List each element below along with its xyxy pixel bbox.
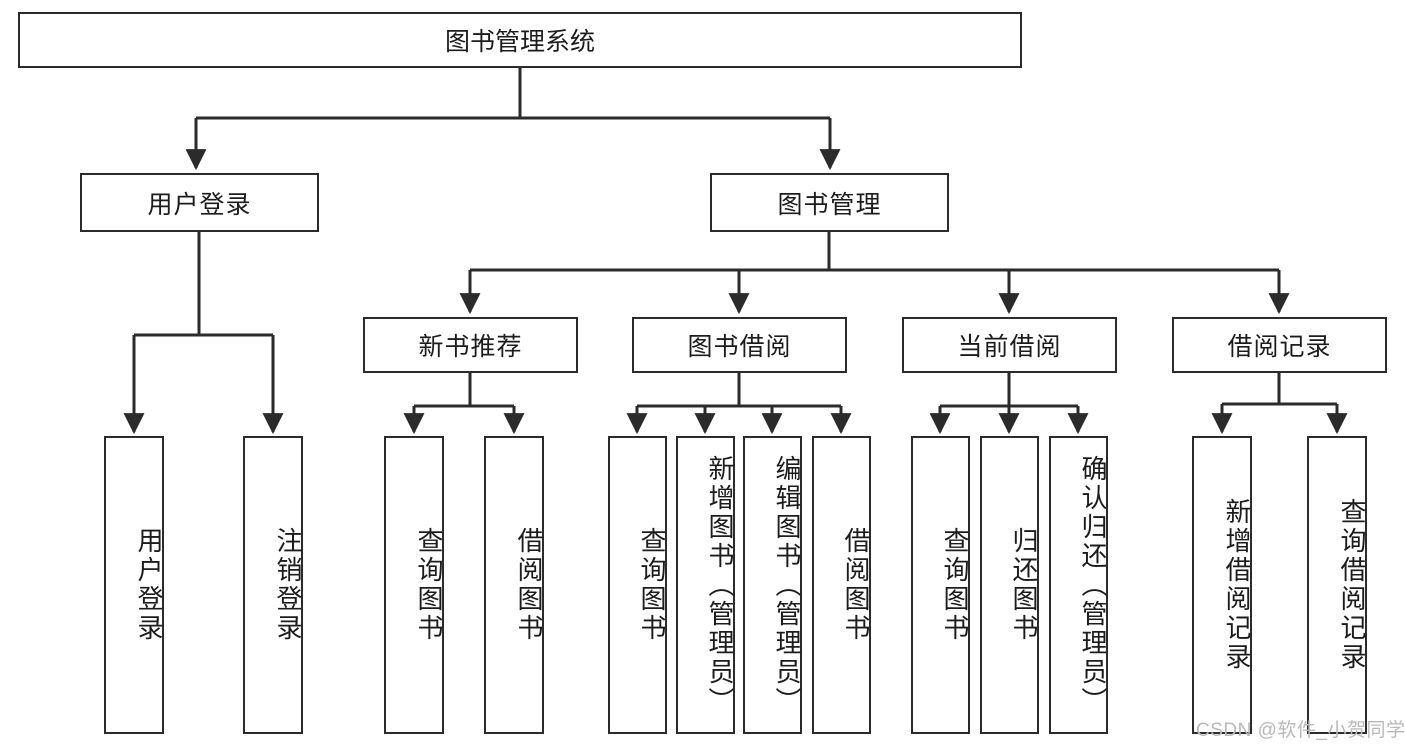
node-root-label: 图书管理系统 [444, 28, 595, 56]
node-book-management-label: 图书管理 [777, 190, 882, 219]
leaf-borrow-book-1-label: 借阅图书 [514, 527, 544, 643]
leaf-query-record[interactable]: 查询借阅记录 [1307, 436, 1367, 734]
leaf-borrow-book-2-label: 借阅图书 [841, 527, 871, 643]
node-book-management[interactable]: 图书管理 [710, 173, 949, 232]
node-root[interactable]: 图书管理系统 [18, 12, 1022, 68]
leaf-user-login-label: 用户登录 [134, 527, 164, 643]
node-user-login[interactable]: 用户登录 [80, 173, 319, 232]
leaf-query-book-2-label: 查询图书 [637, 527, 667, 643]
leaf-confirm-return[interactable]: 确认归还（管理员） [1049, 436, 1108, 734]
node-current-borrow-label: 当前借阅 [957, 333, 1062, 361]
node-new-book-recommend-label: 新书推荐 [418, 333, 523, 361]
leaf-add-record[interactable]: 新增借阅记录 [1192, 436, 1252, 734]
csdn-watermark: CSDN @软件_小贺同学 [1196, 720, 1405, 741]
leaf-query-book-1-label: 查询图书 [414, 527, 444, 643]
leaf-logout-login-label: 注销登录 [273, 527, 303, 643]
leaf-return-book[interactable]: 归还图书 [980, 436, 1039, 734]
node-borrow-record-label: 借阅记录 [1227, 333, 1332, 361]
leaf-edit-book-label: 编辑图书（管理员） [772, 454, 802, 716]
node-new-book-recommend[interactable]: 新书推荐 [363, 317, 578, 373]
leaf-logout-login[interactable]: 注销登录 [243, 436, 303, 734]
leaf-query-book-2[interactable]: 查询图书 [608, 436, 667, 734]
leaf-query-book-3-label: 查询图书 [940, 527, 970, 643]
node-book-borrow[interactable]: 图书借阅 [632, 317, 847, 373]
leaf-add-book-label: 新增图书（管理员） [705, 454, 735, 716]
leaf-borrow-book-2[interactable]: 借阅图书 [812, 436, 871, 734]
leaf-user-login[interactable]: 用户登录 [104, 436, 164, 734]
node-current-borrow[interactable]: 当前借阅 [902, 317, 1117, 373]
node-book-borrow-label: 图书借阅 [687, 333, 792, 361]
node-borrow-record[interactable]: 借阅记录 [1172, 317, 1387, 373]
leaf-borrow-book-1[interactable]: 借阅图书 [484, 436, 544, 734]
leaf-return-book-label: 归还图书 [1009, 527, 1039, 643]
leaf-query-book-1[interactable]: 查询图书 [384, 436, 444, 734]
leaf-query-book-3[interactable]: 查询图书 [911, 436, 970, 734]
leaf-add-record-label: 新增借阅记录 [1222, 498, 1252, 672]
node-user-login-label: 用户登录 [147, 190, 252, 219]
leaf-confirm-return-label: 确认归还（管理员） [1078, 454, 1108, 716]
leaf-query-record-label: 查询借阅记录 [1337, 498, 1367, 672]
leaf-add-book[interactable]: 新增图书（管理员） [676, 436, 735, 734]
leaf-edit-book[interactable]: 编辑图书（管理员） [743, 436, 802, 734]
